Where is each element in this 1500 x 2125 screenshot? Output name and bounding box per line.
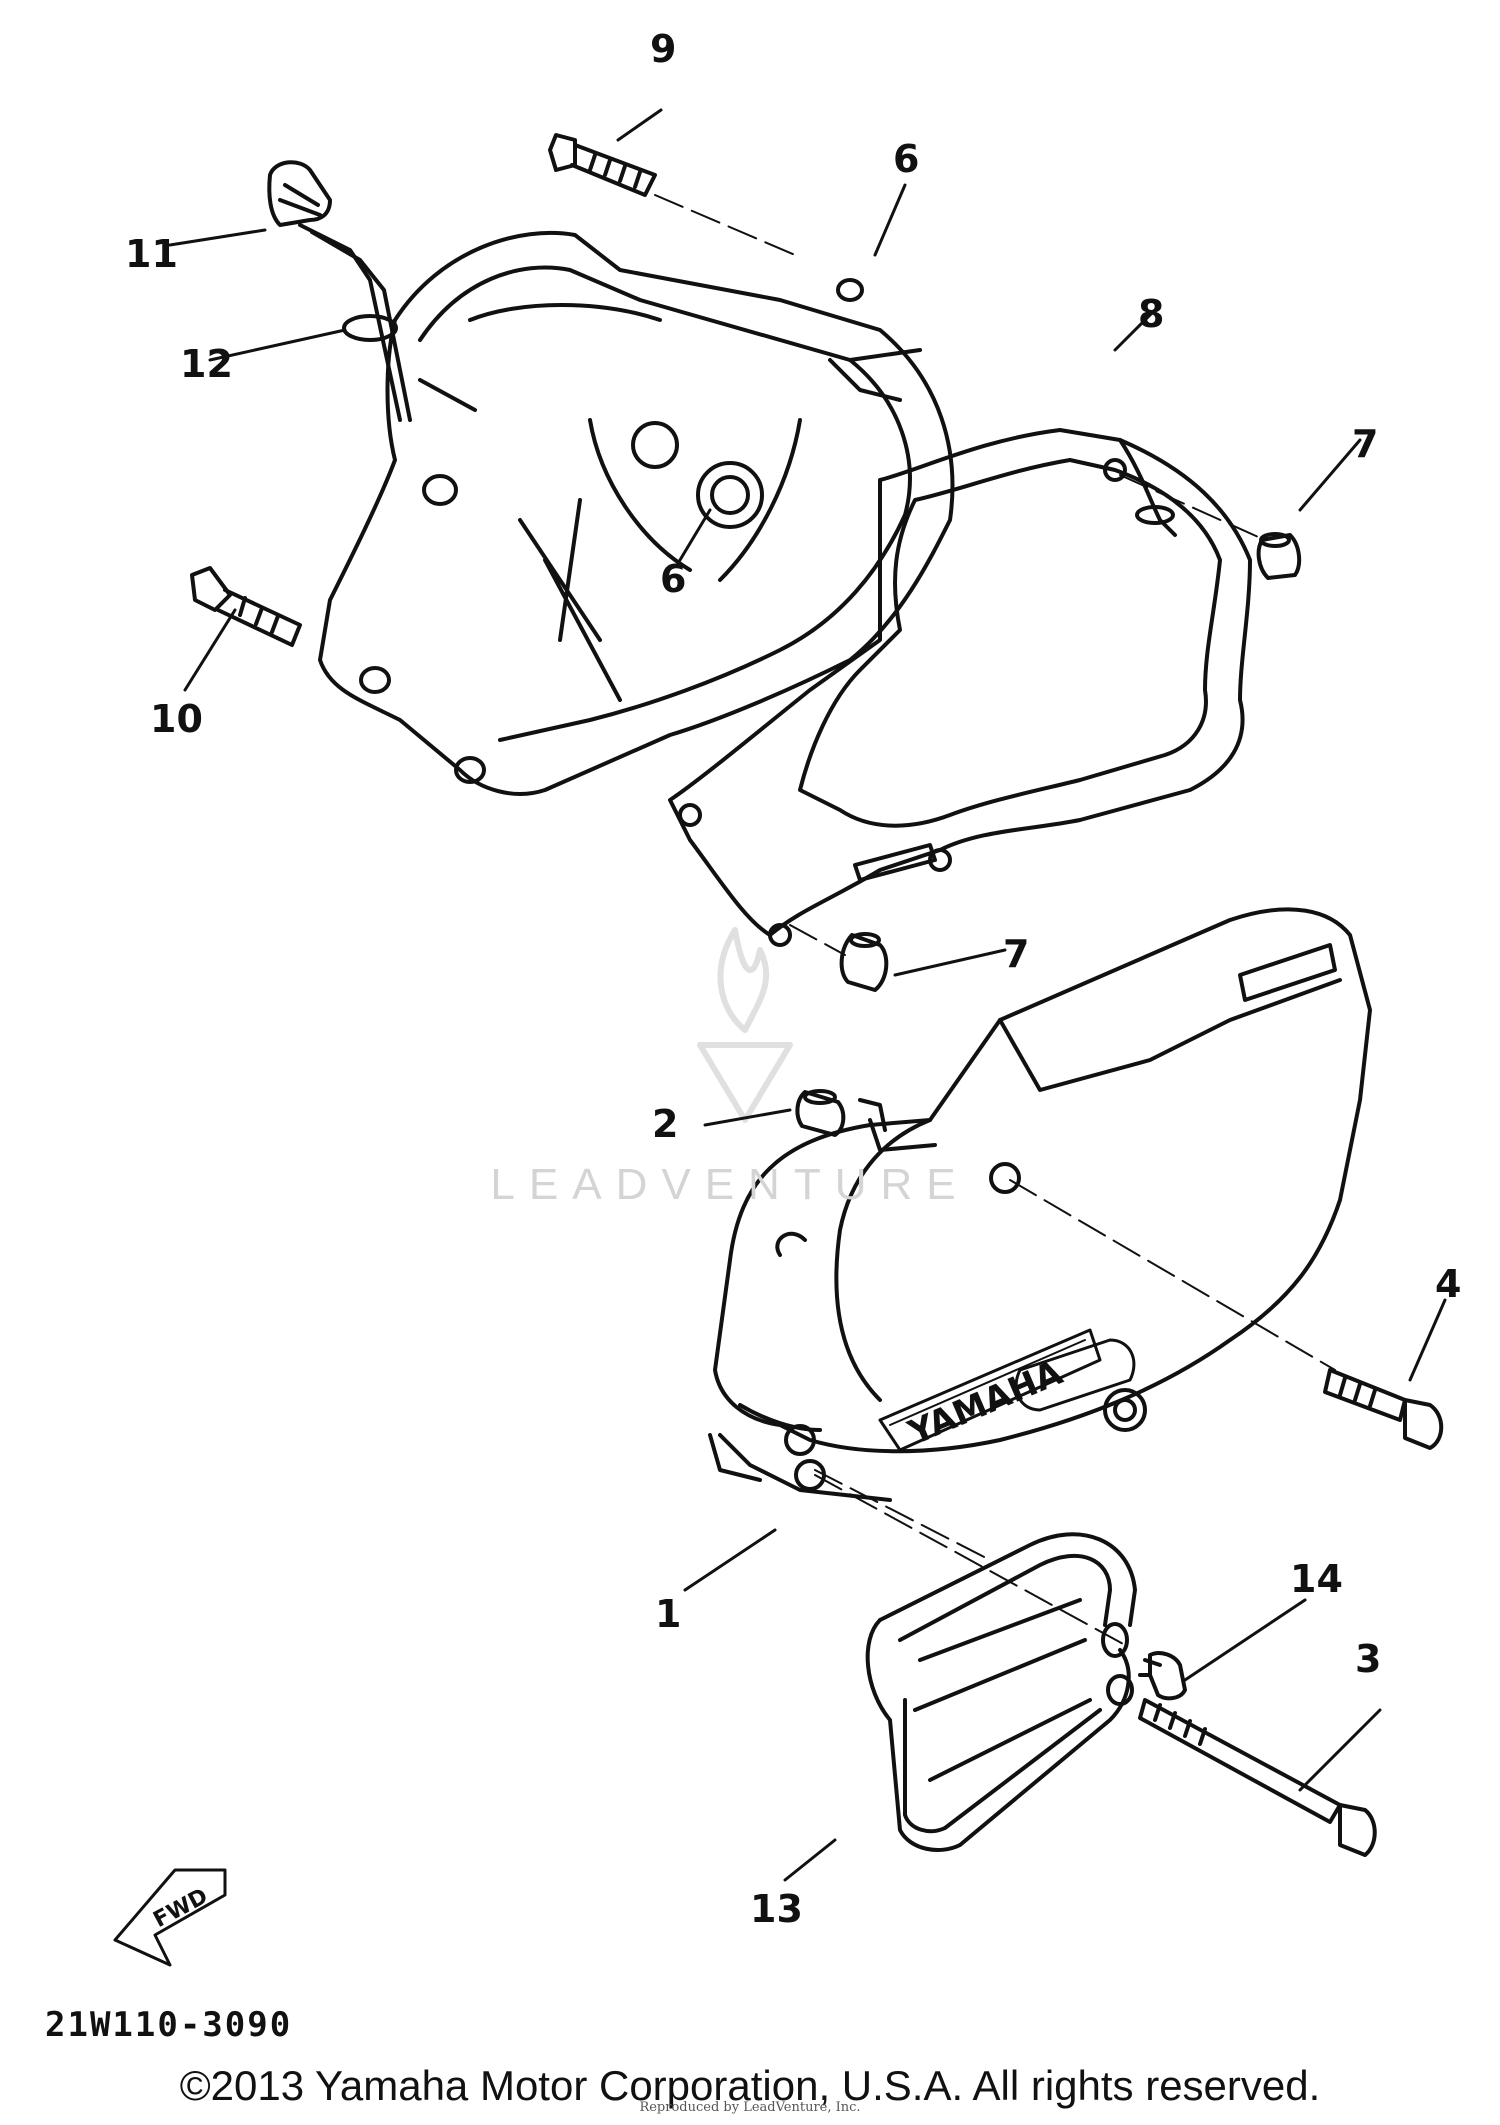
callout-2: 2 (652, 1102, 679, 1146)
bolt-4 (1323, 1368, 1444, 1450)
gasket-8 (668, 428, 1252, 947)
callout-14: 14 (1290, 1557, 1343, 1601)
crankcase-cover-1 (708, 907, 1372, 1502)
callout-13: 13 (750, 1887, 803, 1931)
fwd-arrow-icon (113, 1868, 227, 1967)
callout-6: 6 (660, 557, 687, 601)
callout-10: 10 (150, 697, 203, 741)
callout-3: 3 (1355, 1637, 1382, 1681)
dowel-pin-7-lower (839, 932, 889, 992)
callout-12: 12 (180, 342, 233, 386)
callout-1: 1 (655, 1592, 682, 1636)
oil-level-gauge-11 (267, 160, 412, 422)
nut-14 (1138, 1651, 1187, 1701)
callout-7-upper: 7 (1352, 422, 1379, 466)
copyright-notice: ©2013 Yamaha Motor Corporation, U.S.A. A… (179, 2062, 1321, 2109)
cover-guard-13 (865, 1532, 1137, 1852)
callout-7-lower: 7 (1003, 932, 1030, 976)
watermark-text: LEADVENTURE (490, 1160, 970, 1209)
dowel-pin-7-upper (1256, 532, 1302, 580)
bolt-3 (1138, 1698, 1377, 1857)
bolt-9 (548, 133, 657, 197)
drawing-code: 21W110-3090 (45, 2005, 293, 2045)
callout-4: 4 (1435, 1262, 1462, 1306)
license-note: Reproduced by LeadVenture, Inc. (639, 2100, 861, 2115)
callout-11: 11 (125, 232, 178, 276)
yamaha-emblem (878, 1328, 1102, 1452)
bolt-10 (190, 566, 302, 647)
callout-8: 8 (1138, 292, 1165, 336)
callout-9: 9 (650, 27, 677, 71)
crankcase-cover-5 (318, 230, 955, 796)
watermark-logo (697, 927, 793, 1123)
yamaha-emblem-text: YAMAHA (902, 1353, 1069, 1454)
alignment-lines (654, 194, 1336, 1646)
leader-lines (168, 108, 1447, 1882)
callout-5: 6 (893, 137, 920, 181)
o-ring-12 (342, 314, 398, 342)
